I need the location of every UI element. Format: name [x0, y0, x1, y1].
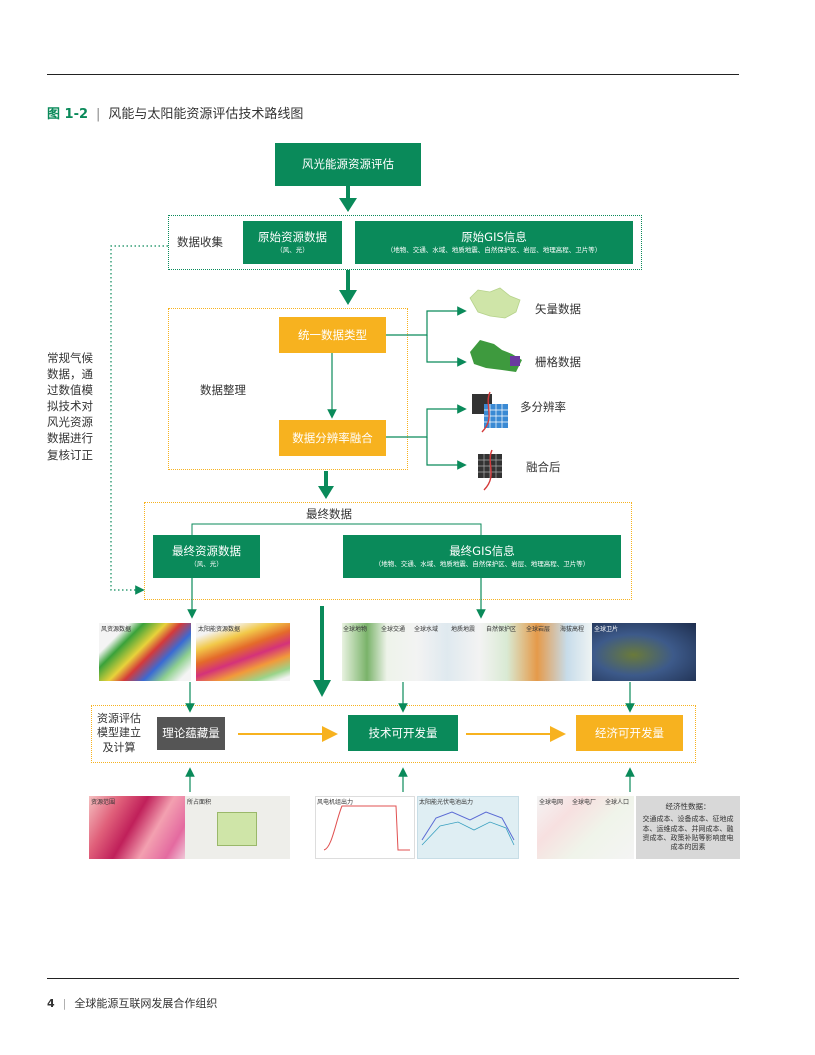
model-label: 资源评估模型建立及计算	[97, 712, 141, 754]
bottom-rule	[47, 978, 739, 979]
grid-plant-pop-thumb	[537, 796, 634, 859]
theory-node: 理论蕴藏量	[157, 717, 225, 750]
gis-caption: 全球地物	[343, 626, 368, 633]
multires-label: 多分辨率	[520, 400, 566, 414]
vector-map-icon	[469, 287, 521, 319]
econ-data-note: 经济性数据： 交通成本、设备成本、征地成本、运维成本、并网成本、融资成本、政策补…	[636, 796, 740, 859]
solar-map-thumb	[196, 623, 290, 681]
raster-map-icon	[470, 340, 522, 372]
gis-strip-thumb	[342, 623, 592, 681]
arrow-center-head	[313, 680, 331, 697]
side-note: 常规气候数据，通过数值模拟技术对风光资源数据进行复核订正	[47, 351, 93, 462]
area-thumb	[185, 796, 290, 859]
raw-resource-node: 原始资源数据（风、光）	[243, 221, 342, 264]
vector-label: 矢量数据	[535, 302, 581, 316]
multires-grid-icon	[472, 391, 508, 433]
collect-frame	[168, 215, 642, 270]
tech-node: 技术可开发量	[348, 715, 458, 751]
area-region-shape	[217, 812, 257, 846]
organize-frame	[168, 308, 408, 470]
solar-thumb-caption: 太阳能资源数据	[198, 626, 241, 633]
footer-org: 全球能源互联网发展合作组织	[74, 997, 218, 1010]
econ-note-body: 交通成本、设备成本、征地成本、运维成本、并网成本、融资成本、政策补贴等影响度电成…	[642, 815, 734, 852]
figure-number: 图 1-2	[47, 107, 89, 122]
page-number: 4	[47, 997, 55, 1010]
raster-map-accent	[510, 356, 520, 366]
gis-caption: 海拔高程	[560, 626, 585, 633]
gis-caption: 地质地震	[451, 626, 476, 633]
gis-caption: 全球交通	[381, 626, 406, 633]
pop-caption: 全球人口	[605, 799, 630, 806]
raster-label: 栅格数据	[535, 355, 581, 369]
pv-output-caption: 太阳能光伏电池出力	[419, 799, 474, 806]
arrow-collect-organize-head	[339, 290, 357, 305]
wind-thumb-caption: 风资源数据	[101, 626, 132, 633]
figure-title: 图 1-2|风能与太阳能资源评估技术路线图	[47, 107, 304, 122]
wind-map-thumb	[99, 623, 191, 681]
fused-label: 融合后	[526, 460, 561, 474]
figure-caption: 风能与太阳能资源评估技术路线图	[108, 107, 304, 122]
gis-caption: 全球岩层	[526, 626, 551, 633]
model-frame	[91, 705, 696, 763]
arrow-organize-final-head	[318, 486, 334, 499]
page-footer: 4|全球能源互联网发展合作组织	[47, 997, 218, 1010]
top-rule	[47, 74, 739, 75]
satellite-thumb	[592, 623, 696, 681]
organize-label: 数据整理	[200, 383, 246, 397]
gis-caption: 全球水域	[414, 626, 439, 633]
fusion-node: 数据分辨率融合	[279, 420, 386, 456]
arrow-fusion-fused	[426, 437, 467, 470]
resource-range-thumb	[89, 796, 185, 859]
final-gis-node: 最终GIS信息（地物、交通、水域、地质地震、自然保护区、岩层、地理高程、卫片等）	[343, 535, 621, 578]
unify-node: 统一数据类型	[279, 317, 386, 353]
raw-gis-node: 原始GIS信息（地物、交通、水域、地质地震、自然保护区、岩层、地理高程、卫片等）	[355, 221, 633, 264]
final-label: 最终数据	[306, 507, 352, 521]
gis-caption: 自然保护区	[486, 626, 517, 633]
grid-caption: 全球电网	[539, 799, 564, 806]
econ-node: 经济可开发量	[576, 715, 683, 751]
fused-grid-icon	[478, 449, 502, 491]
top-node: 风光能源资源评估	[275, 143, 421, 186]
area-caption: 所占面积	[187, 799, 212, 806]
arrow-unify-raster	[426, 335, 467, 367]
gis-caption: 全球卫片	[594, 626, 619, 633]
final-resource-node: 最终资源数据（风、光）	[153, 535, 260, 578]
wind-output-caption: 风电机组出力	[317, 799, 354, 806]
collect-label: 数据收集	[177, 235, 223, 249]
arrow-top-collect-head	[339, 198, 357, 212]
res-range-caption: 资源范围	[91, 799, 116, 806]
econ-note-title: 经济性数据：	[665, 802, 711, 811]
plant-caption: 全球电厂	[572, 799, 597, 806]
